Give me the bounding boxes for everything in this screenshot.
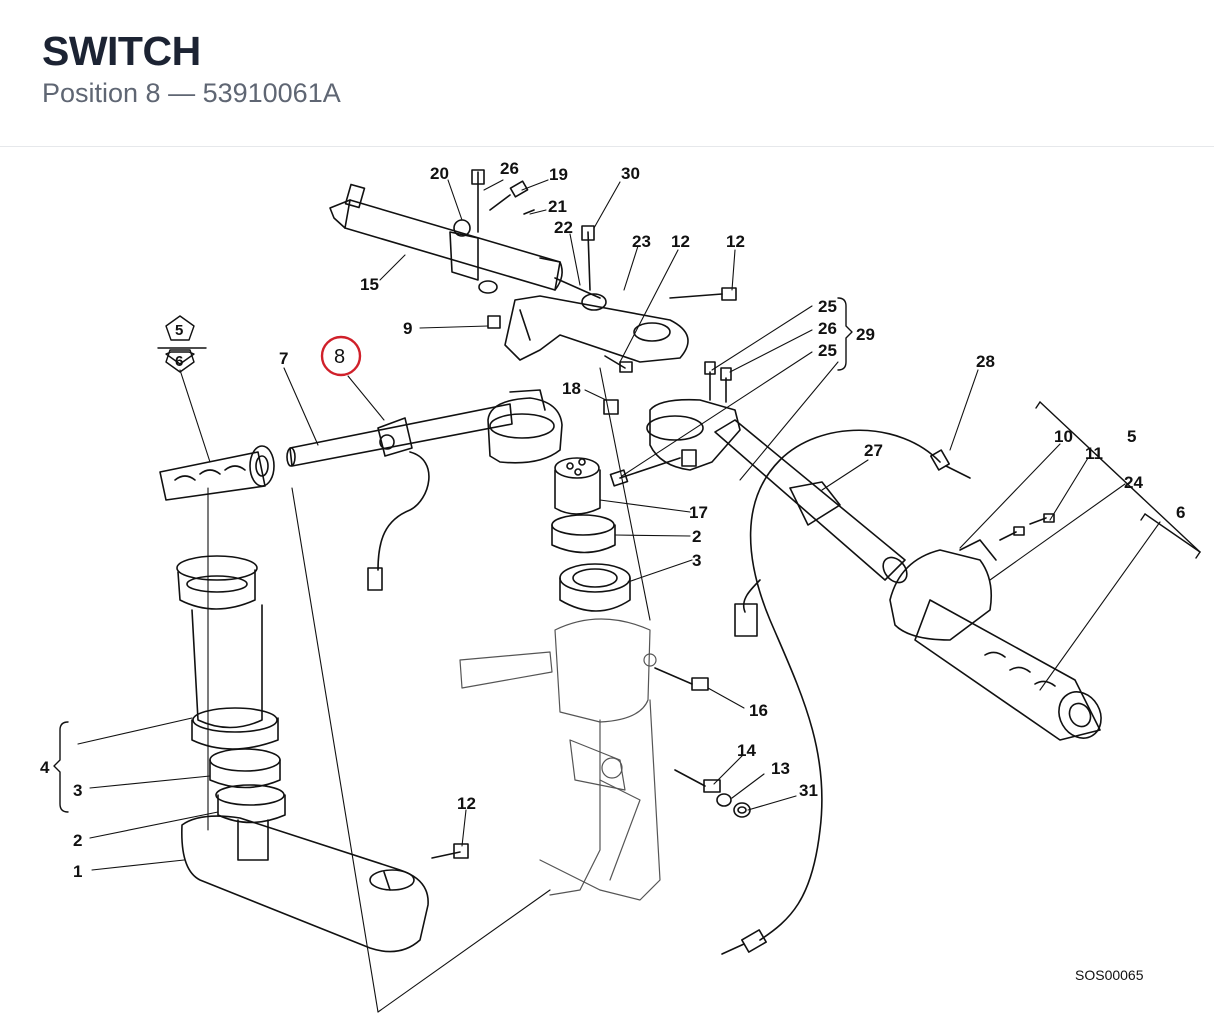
callout-16: 16	[749, 701, 768, 720]
frame-head-tube	[459, 618, 661, 901]
kit-label-6: 6	[175, 353, 183, 370]
callout-2: 2	[692, 527, 701, 546]
callout-17: 17	[689, 503, 708, 522]
page-title: SWITCH	[42, 28, 201, 74]
right-handlebar	[714, 419, 908, 584]
callout-7: 7	[279, 349, 288, 368]
highlight-ring-8	[320, 335, 362, 377]
callout-25: 25	[818, 341, 837, 360]
callout-14: 14	[737, 741, 756, 760]
guide-lines	[207, 361, 839, 1013]
callout-12: 12	[671, 232, 690, 251]
callout-25: 25	[818, 297, 837, 316]
damper-bracket	[504, 295, 689, 363]
callout-30: 30	[621, 164, 640, 183]
page-subtitle: Position 8 — 53910061A	[42, 78, 341, 108]
callout-2: 2	[73, 831, 82, 850]
page-header: SWITCH Position 8 — 53910061A	[0, 0, 1214, 146]
callout-26: 26	[818, 319, 837, 338]
right-clamp	[609, 361, 741, 487]
screws-top	[471, 169, 737, 415]
callout-12: 12	[457, 794, 476, 813]
steering-damper	[329, 183, 607, 311]
group-brackets	[53, 297, 1201, 813]
callout-1: 1	[73, 862, 82, 881]
callout-12: 12	[726, 232, 745, 251]
header-divider	[0, 146, 1214, 147]
callout-4: 4	[40, 758, 50, 777]
kit-label-5: 5	[175, 322, 183, 339]
kit-badge-5-6	[157, 315, 207, 373]
callout-11: 11	[1085, 444, 1103, 463]
switch-part-8	[367, 417, 430, 591]
callout-9: 9	[403, 319, 412, 338]
steering-stem-assembly	[176, 555, 429, 953]
diagram-canvas: 20 26 19 30 21 22 23 12 12 15 9 25 26 25…	[40, 159, 1201, 1013]
callout-labels: 20 26 19 30 21 22 23 12 12 15 9 25 26 25…	[40, 159, 1185, 983]
callout-8: 8	[334, 346, 345, 368]
callout-26: 26	[500, 159, 519, 178]
callout-19: 19	[549, 165, 568, 184]
callout-6: 6	[1176, 503, 1185, 522]
callout-22: 22	[554, 218, 573, 237]
left-handlebar	[286, 403, 513, 467]
callout-27: 27	[864, 441, 883, 460]
callout-15: 15	[360, 275, 379, 294]
callout-13: 13	[771, 759, 790, 778]
callout-3: 3	[692, 551, 701, 570]
callout-23: 23	[632, 232, 651, 251]
left-grip	[159, 445, 275, 501]
steering-bearing-stack	[551, 457, 631, 612]
callout-28: 28	[976, 352, 995, 371]
exploded-parts-diagram: 20 26 19 30 21 22 23 12 12 15 9 25 26 25…	[0, 147, 1214, 1016]
callout-20: 20	[430, 164, 449, 183]
callout-24: 24	[1124, 473, 1143, 492]
right-throttle-grip	[889, 513, 1102, 741]
throttle-cable	[721, 429, 971, 955]
callout-10: 10	[1054, 427, 1073, 446]
screws-lower-right	[431, 667, 751, 859]
left-clamp	[487, 389, 563, 464]
callout-3: 3	[73, 781, 82, 800]
callout-18: 18	[562, 379, 581, 398]
callout-31: 31	[799, 781, 818, 800]
reference-code: SOS00065	[1075, 967, 1144, 983]
callout-21: 21	[548, 197, 567, 216]
callout-5: 5	[1127, 427, 1136, 446]
callout-29: 29	[856, 325, 875, 344]
leader-lines	[77, 179, 1161, 871]
